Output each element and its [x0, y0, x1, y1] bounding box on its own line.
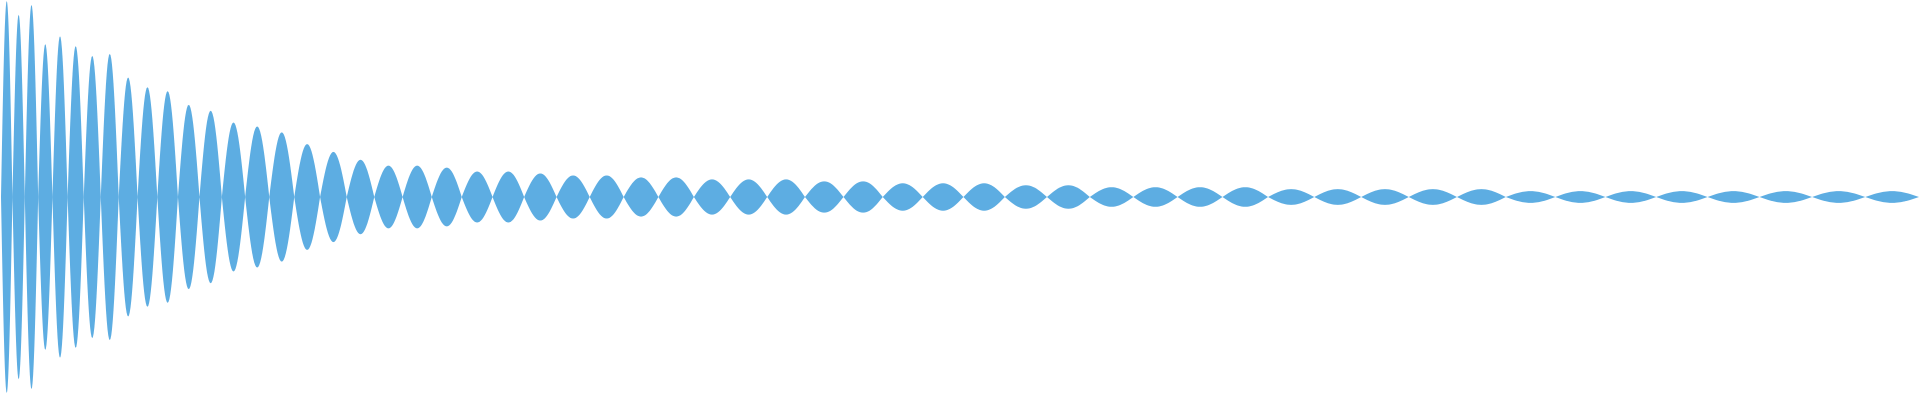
wave-lobe-24 [524, 173, 557, 221]
wave-lobe-40 [1133, 187, 1178, 207]
wave-lobe-44 [1314, 189, 1362, 205]
wave-lobe-27 [623, 177, 659, 217]
wave-lobe-30 [730, 179, 768, 215]
wave-lobe-43 [1268, 189, 1315, 205]
wave-lobe-0 [1, 1, 13, 393]
wave-lobe-50 [1605, 191, 1657, 203]
wave-lobe-13 [221, 122, 246, 272]
wave-lobe-12 [199, 110, 222, 284]
wave-lobe-26 [589, 175, 624, 219]
wave-lobe-29 [693, 179, 731, 215]
wave-lobe-31 [767, 179, 805, 215]
wave-lobe-53 [1759, 191, 1813, 203]
wave-lobe-20 [402, 165, 432, 229]
wave-lobe-39 [1089, 187, 1134, 207]
wave-lobe-10 [157, 91, 178, 303]
wave-lobe-45 [1361, 189, 1409, 205]
wave-lobe-2 [24, 4, 39, 390]
wave-lobe-6 [83, 55, 101, 339]
wave-lobe-33 [843, 181, 883, 213]
wave-lobe-36 [963, 183, 1005, 211]
wave-lobe-25 [556, 175, 590, 219]
wave-lobe-15 [269, 132, 295, 262]
wave-lobe-41 [1177, 187, 1223, 207]
wave-lobe-38 [1046, 185, 1090, 209]
wave-lobe-5 [67, 46, 84, 348]
wave-lobe-48 [1505, 191, 1556, 203]
wave-lobe-51 [1656, 191, 1708, 203]
wave-lobe-47 [1456, 189, 1506, 205]
wave-lobe-42 [1222, 187, 1269, 207]
wave-lobe-21 [431, 167, 462, 227]
wave-lobe-32 [804, 181, 844, 213]
wave-lobe-1 [12, 14, 25, 380]
wave-lobe-7 [100, 53, 119, 341]
wave-lobe-9 [137, 87, 158, 307]
wave-lobe-55 [1865, 191, 1919, 203]
wave-lobe-35 [922, 183, 964, 211]
wave-lobe-23 [492, 171, 525, 223]
wave-lobe-11 [177, 104, 200, 290]
wave-lobe-54 [1812, 191, 1866, 203]
wave-lobe-37 [1004, 185, 1047, 209]
wave-lobe-8 [118, 77, 138, 317]
wave-lobe-22 [461, 171, 493, 223]
wave-lobe-46 [1408, 189, 1457, 205]
wave-lobe-4 [52, 36, 68, 358]
wave-lobe-18 [346, 159, 375, 235]
wave-lobe-28 [658, 177, 694, 217]
wave-lobe-16 [294, 144, 321, 250]
wave-lobe-34 [882, 183, 923, 211]
wave-lobe-19 [374, 165, 403, 229]
wave-lobe-52 [1707, 191, 1760, 203]
wave-lobe-14 [245, 126, 270, 268]
wave-lobe-49 [1555, 191, 1606, 203]
wave-lobe-17 [320, 151, 347, 243]
wave-lobe-3 [38, 44, 53, 350]
